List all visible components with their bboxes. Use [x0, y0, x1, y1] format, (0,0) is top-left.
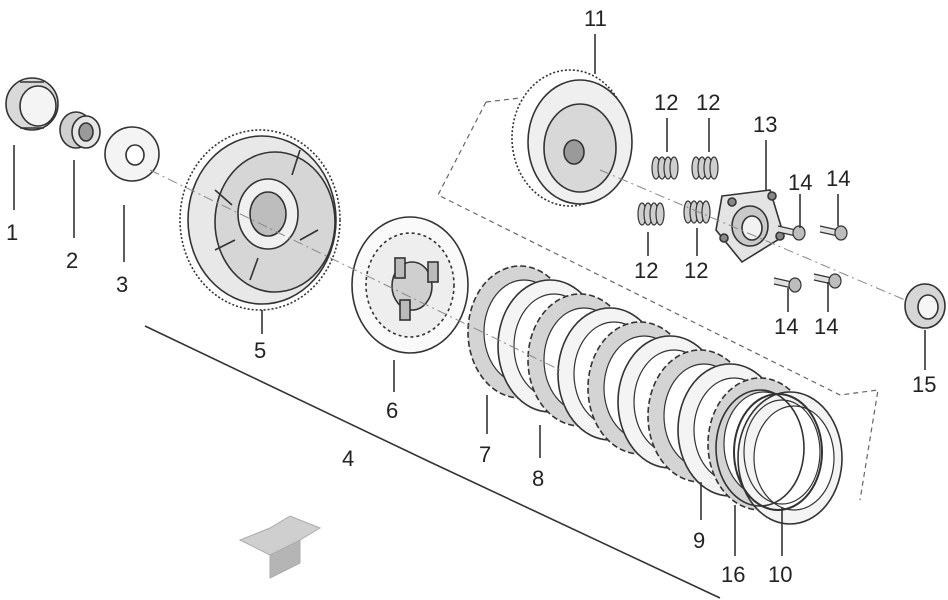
callout-labels: 1 2 3 4 5 6 7 8 9 10 11 12 12 12 12 13 1…	[6, 6, 936, 587]
callout-3: 3	[116, 272, 128, 297]
callout-16: 16	[721, 562, 745, 587]
callout-5: 5	[254, 338, 266, 363]
callout-12-bottom-right: 12	[684, 258, 708, 283]
part-14-bolts	[773, 225, 848, 293]
part-13-retainer	[715, 189, 785, 264]
callout-9: 9	[693, 528, 705, 553]
spring	[637, 202, 665, 226]
bolt	[813, 273, 842, 289]
callout-14-bottom-left: 14	[774, 314, 798, 339]
assembly-box	[437, 101, 879, 501]
spring	[651, 156, 679, 180]
callout-1: 1	[6, 220, 18, 245]
leader-lines	[13, 34, 926, 556]
callout-4: 4	[342, 446, 354, 471]
part-15-release-bearing	[904, 283, 946, 329]
direction-arrow-icon	[238, 515, 322, 579]
callout-11: 11	[584, 6, 607, 31]
spring	[683, 200, 711, 224]
axis-line	[149, 169, 906, 371]
part-6-hub-disc	[351, 216, 469, 354]
bolt	[819, 225, 848, 241]
part-2-bushing	[59, 111, 101, 149]
group-bracket-4	[144, 325, 721, 599]
callout-6: 6	[386, 398, 398, 423]
bolt	[773, 277, 802, 293]
callout-2: 2	[66, 248, 78, 273]
part-11-pressure-plate	[511, 69, 633, 207]
callout-12-top-left: 12	[654, 90, 678, 115]
callout-8: 8	[532, 466, 544, 491]
steel-plate	[737, 391, 843, 525]
callout-14-top-right: 14	[826, 166, 850, 191]
callout-12-bottom-left: 12	[634, 258, 658, 283]
callout-10: 10	[768, 562, 792, 587]
callout-7: 7	[479, 442, 491, 467]
spring	[691, 156, 719, 180]
part-10-ring	[733, 393, 823, 511]
clutch-plate-stack	[467, 265, 843, 525]
part-1-bearing	[5, 77, 59, 131]
callout-14-top-left: 14	[788, 170, 812, 195]
callout-14-bottom-right: 14	[814, 314, 838, 339]
bolt	[777, 225, 806, 241]
callout-12-top-right: 12	[696, 90, 720, 115]
part-3-washer	[104, 126, 160, 182]
part-5-clutch-housing	[179, 129, 341, 311]
callout-13: 13	[753, 112, 777, 137]
callout-15: 15	[912, 372, 936, 397]
part-12-springs	[637, 156, 719, 226]
